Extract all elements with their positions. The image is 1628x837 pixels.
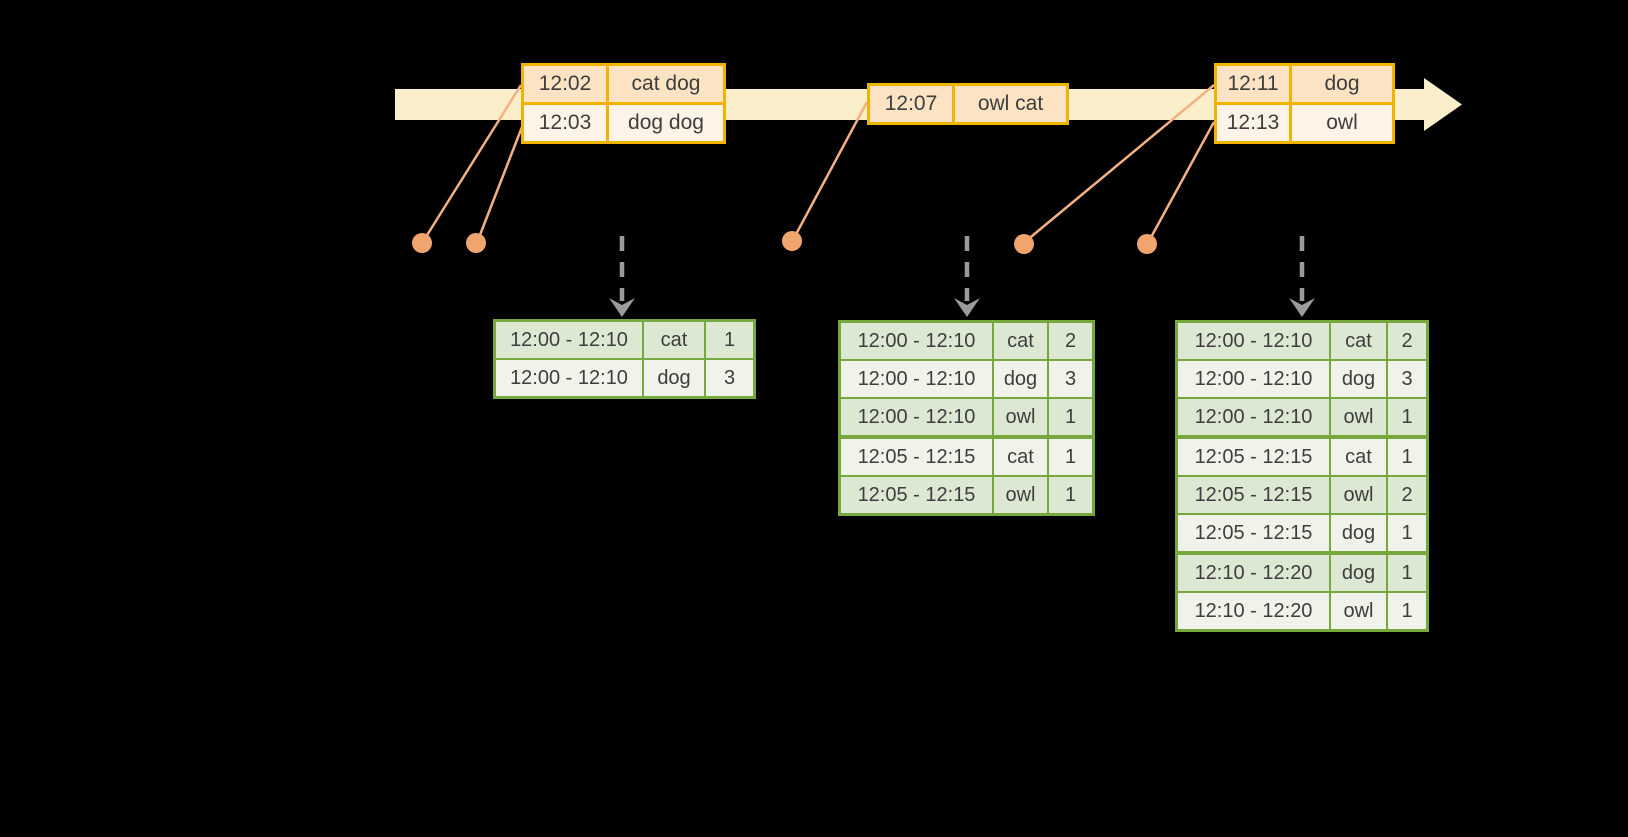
table-cell: 12:00 - 12:10 bbox=[841, 323, 992, 359]
table-cell: 12:11 bbox=[1217, 66, 1289, 102]
down-arrowhead-icon bbox=[954, 298, 980, 317]
table-cell: dog bbox=[1331, 555, 1386, 591]
table-cell: dog bbox=[1331, 515, 1386, 551]
down-arrowhead-icon bbox=[609, 298, 635, 317]
table-cell: 12:05 - 12:15 bbox=[841, 439, 992, 475]
table-cell: 1 bbox=[1388, 515, 1426, 551]
table-cell: owl bbox=[1331, 399, 1386, 435]
table-cell: 1 bbox=[706, 322, 753, 358]
event-dot bbox=[466, 233, 486, 253]
table-cell: 12:00 - 12:10 bbox=[1178, 323, 1329, 359]
table-cell: 1 bbox=[1388, 555, 1426, 591]
table-cell: owl bbox=[1331, 593, 1386, 629]
table-cell: 2 bbox=[1049, 323, 1092, 359]
table-cell: 12:05 - 12:15 bbox=[1178, 477, 1329, 513]
table-cell: cat bbox=[994, 439, 1047, 475]
event-dot bbox=[1137, 234, 1157, 254]
table-cell: 3 bbox=[1049, 361, 1092, 397]
table-cell: 12:02 bbox=[524, 66, 606, 102]
table-cell: 1 bbox=[1388, 593, 1426, 629]
table-cell: 12:05 - 12:15 bbox=[841, 477, 992, 513]
event-dots bbox=[412, 231, 1157, 254]
table-cell: 2 bbox=[1388, 477, 1426, 513]
event-connector-line bbox=[422, 84, 523, 241]
table-cell: 12:10 - 12:20 bbox=[1178, 555, 1329, 591]
table-cell: 12:03 bbox=[524, 105, 606, 141]
table-cell: 3 bbox=[706, 360, 753, 396]
table-cell: owl bbox=[994, 399, 1047, 435]
event-connector-line bbox=[476, 126, 524, 241]
table-cell: owl bbox=[1292, 105, 1392, 141]
table-cell: dog bbox=[1292, 66, 1392, 102]
event-connector-line bbox=[1147, 121, 1216, 242]
table-cell: dog bbox=[1331, 361, 1386, 397]
table-cell: 1 bbox=[1049, 477, 1092, 513]
table-cell: 12:00 - 12:10 bbox=[496, 322, 642, 358]
down-arrowhead-icon bbox=[1289, 298, 1315, 317]
table-cell: cat bbox=[1331, 439, 1386, 475]
event-dot bbox=[782, 231, 802, 251]
result-pointer-heads bbox=[609, 298, 1315, 317]
table-cell: cat bbox=[994, 323, 1047, 359]
table-cell: owl cat bbox=[955, 86, 1066, 122]
table-cell: owl bbox=[994, 477, 1047, 513]
event-connector-line bbox=[792, 101, 869, 239]
table-cell: 12:00 - 12:10 bbox=[496, 360, 642, 396]
table-cell: cat bbox=[644, 322, 704, 358]
table-cell: cat bbox=[1331, 323, 1386, 359]
table-cell: dog bbox=[994, 361, 1047, 397]
table-cell: 3 bbox=[1388, 361, 1426, 397]
event-dot bbox=[1014, 234, 1034, 254]
event-dot bbox=[412, 233, 432, 253]
table-cell: 2 bbox=[1388, 323, 1426, 359]
table-cell: 12:00 - 12:10 bbox=[1178, 361, 1329, 397]
result-pointers bbox=[619, 236, 1305, 301]
table-cell: 1 bbox=[1388, 439, 1426, 475]
table-cell: 12:13 bbox=[1217, 105, 1289, 141]
table-cell: 12:00 - 12:10 bbox=[1178, 399, 1329, 435]
table-cell: 12:00 - 12:10 bbox=[841, 399, 992, 435]
table-cell: 12:07 bbox=[870, 86, 952, 122]
table-cell: 12:00 - 12:10 bbox=[841, 361, 992, 397]
table-cell: cat dog bbox=[609, 66, 723, 102]
timeline-arrow-icon bbox=[1424, 78, 1462, 131]
table-cell: 12:05 - 12:15 bbox=[1178, 515, 1329, 551]
table-cell: owl bbox=[1331, 477, 1386, 513]
table-cell: 12:10 - 12:20 bbox=[1178, 593, 1329, 629]
table-cell: dog bbox=[644, 360, 704, 396]
table-cell: 1 bbox=[1049, 439, 1092, 475]
table-cell: 1 bbox=[1049, 399, 1092, 435]
table-cell: 12:05 - 12:15 bbox=[1178, 439, 1329, 475]
table-cell: dog dog bbox=[609, 105, 723, 141]
table-cell: 1 bbox=[1388, 399, 1426, 435]
